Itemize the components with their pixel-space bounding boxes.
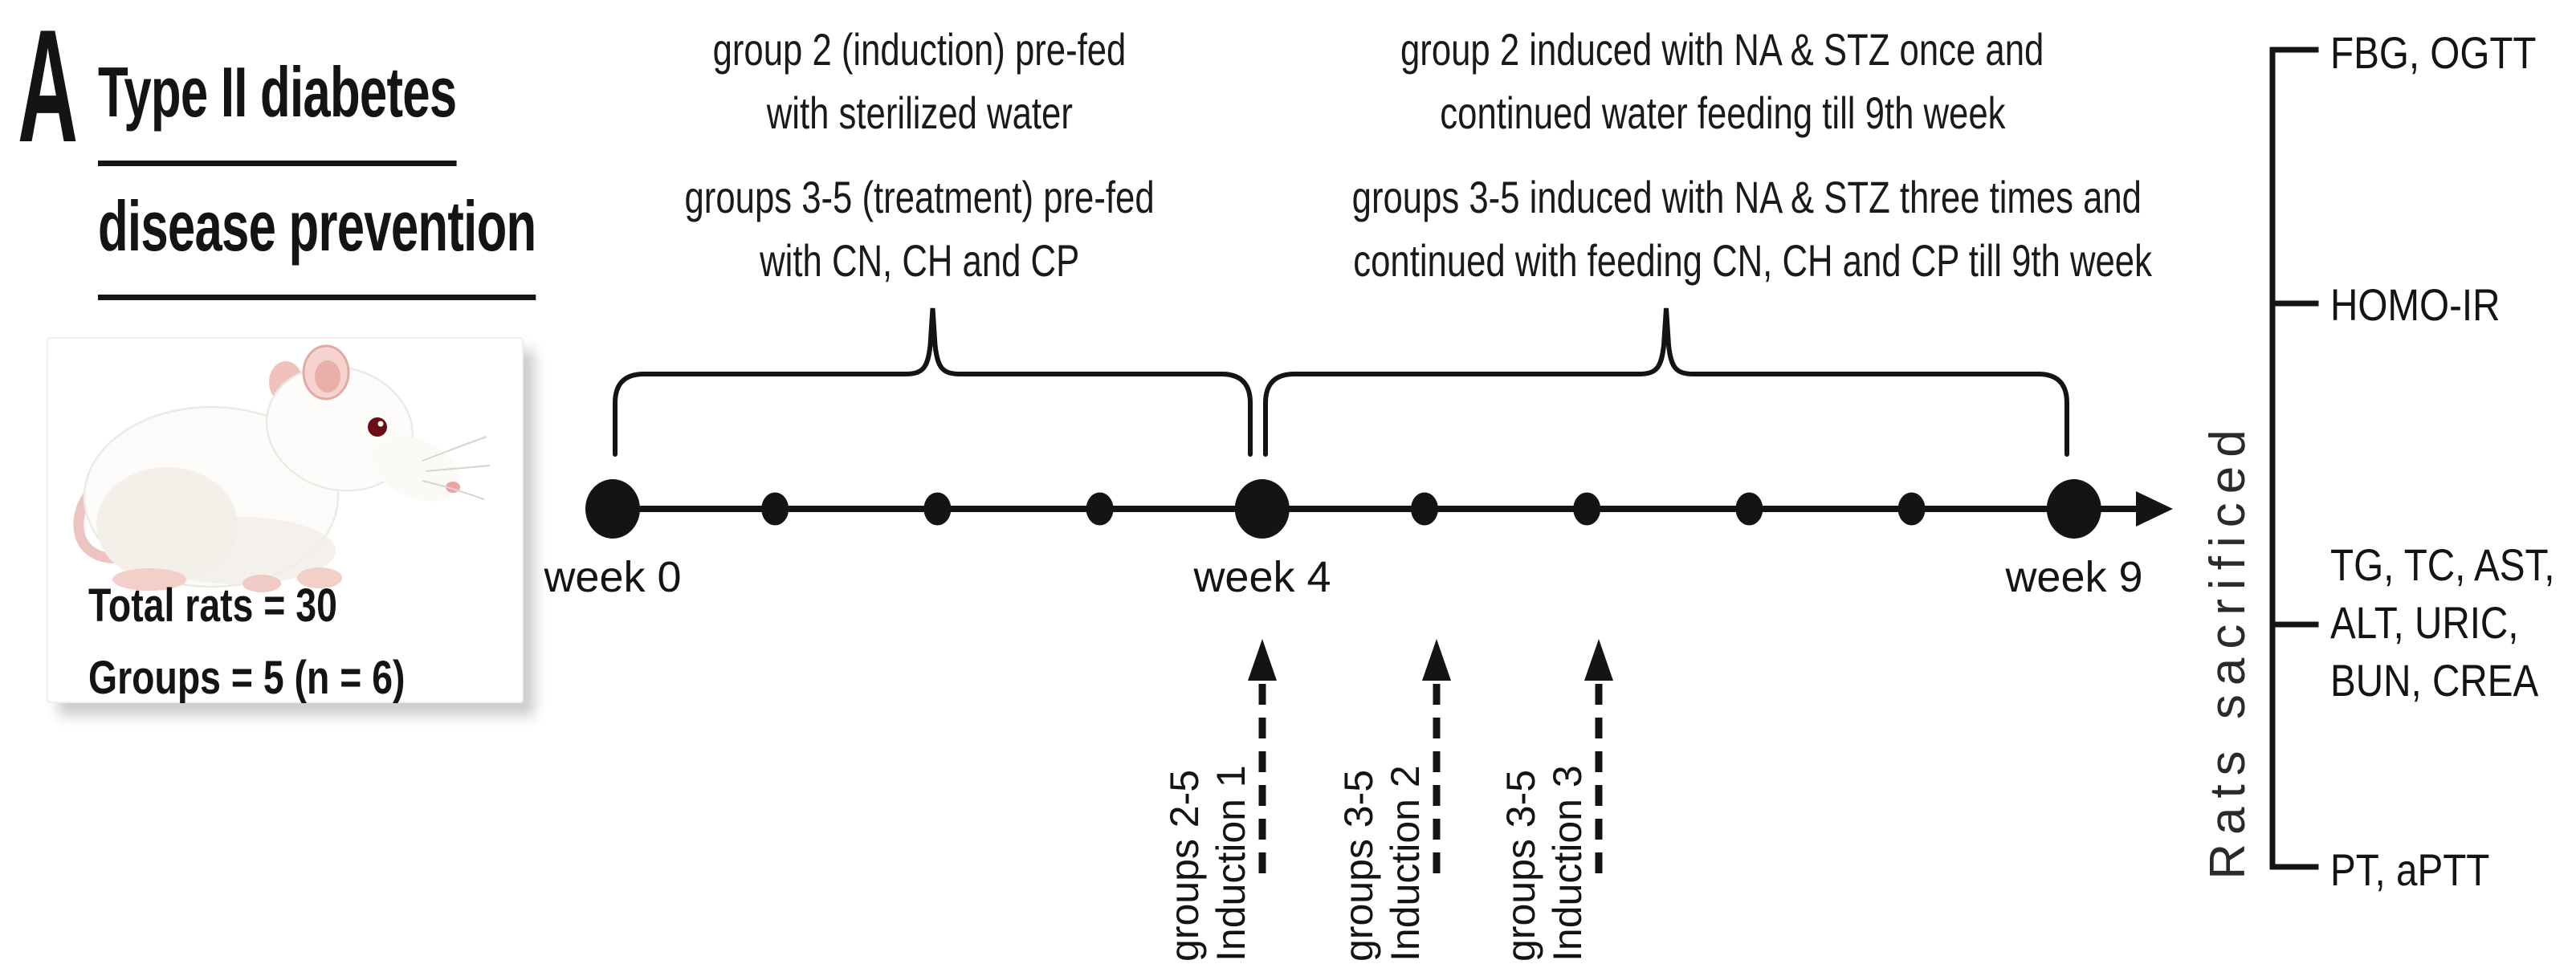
annotation-pre-feeding-group2: group 2 (induction) pre-fed with sterili…	[558, 18, 1281, 144]
annotation-induction-group2: group 2 induced with NA & STZ once and c…	[1241, 18, 2204, 144]
annotation-induction-groups3-5: groups 3-5 induced with NA & STZ three t…	[1241, 165, 2204, 292]
total-rats-text: Total rats = 30	[88, 580, 337, 632]
figure-title: Type II diabetes disease prevention	[98, 32, 723, 300]
assay-biochem-panel: TG, TC, AST, ALT, URIC, BUN, CREA	[2330, 536, 2576, 710]
rat-hind-foot	[112, 568, 186, 591]
timeline-dot-week-3	[1086, 492, 1114, 526]
induction-group-text: groups 2-5	[1162, 769, 1207, 962]
assay-fbg-ogtt: FBG, OGTT	[2330, 24, 2573, 82]
timeline-arrowhead-icon	[2136, 491, 2173, 527]
assay-text: TG, TC, AST,	[2330, 539, 2555, 590]
timeline-dot-week-8	[1897, 492, 1926, 526]
week-9-label: week 9	[2005, 553, 2143, 601]
assay-text: FBG, OGTT	[2330, 27, 2537, 78]
assay-text: BUN, CREA	[2330, 655, 2539, 706]
subject-card: Total rats = 30 Groups = 5 (n = 6)	[47, 337, 524, 704]
induction-arrowhead-icon	[1584, 639, 1613, 681]
induction-number-text: Induction 3	[1545, 765, 1590, 962]
timeline-dot-week-6	[1573, 492, 1601, 526]
panel-label: A	[18, 0, 78, 176]
annotation-line: with sterilized water	[766, 87, 1073, 138]
annotation-line: continued water feeding till 9th week	[1439, 87, 2006, 138]
annotation-line: continued with feeding CN, CH and CP til…	[1353, 235, 2152, 286]
annotation-line: with CN, CH and CP	[759, 235, 1080, 286]
induction-3-label: groups 3-5 Induction 3	[1498, 673, 1594, 962]
rat-front-paw-2	[243, 575, 281, 592]
timeline-dot-week-1	[761, 492, 789, 526]
brace-pre-feeding-phase	[613, 307, 1253, 457]
assay-text: PT, aPTT	[2330, 844, 2490, 895]
rat-belly-shade	[143, 517, 336, 584]
timeline-dot-week-9	[2046, 479, 2101, 539]
timeline-dot-week-7	[1735, 492, 1763, 526]
induction-arrowhead-icon	[1248, 639, 1277, 681]
week-4-label: week 4	[1193, 553, 1331, 601]
assay-homo-ir: HOMO-IR	[2330, 276, 2530, 334]
induction-group-text: groups 3-5	[1336, 769, 1381, 962]
induction-arrows	[1248, 639, 1613, 873]
rat-front-paw	[297, 567, 342, 588]
timeline-dot-week-5	[1411, 492, 1438, 526]
title-line-2: disease prevention	[98, 166, 536, 300]
rats-sacrificed-label: Rats sacrificed	[2200, 421, 2256, 880]
groups-text: Groups = 5 (n = 6)	[88, 652, 406, 704]
annotation-line: groups 3-5 (treatment) pre-fed	[684, 172, 1155, 222]
induction-number-text: Induction 2	[1383, 765, 1428, 962]
induction-arrowhead-icon	[1422, 639, 1451, 681]
rat-eye	[368, 417, 387, 437]
timeline-dot-week-2	[923, 492, 952, 526]
assay-text: HOMO-IR	[2330, 279, 2501, 330]
assay-text: ALT, URIC,	[2330, 597, 2519, 648]
rat-inner-ear	[315, 360, 340, 393]
timeline	[585, 479, 2173, 539]
timeline-dot-week-4	[1234, 479, 1290, 539]
subject-stats: Total rats = 30 Groups = 5 (n = 6)	[88, 570, 484, 714]
rat-image	[73, 344, 491, 592]
rat-eye-glint	[377, 421, 384, 427]
annotation-pre-feeding-groups3-5: groups 3-5 (treatment) pre-fed with CN, …	[558, 165, 1281, 292]
annotation-line: group 2 induced with NA & STZ once and	[1400, 24, 2044, 75]
induction-number-text: Induction 1	[1209, 765, 1253, 962]
annotation-line: group 2 (induction) pre-fed	[712, 24, 1127, 75]
assay-pt-aptt: PT, aPTT	[2330, 841, 2517, 899]
induction-2-label: groups 3-5 Induction 2	[1335, 673, 1432, 962]
induction-group-text: groups 3-5	[1498, 769, 1543, 962]
rat-whiskers	[422, 436, 491, 500]
week-0-label: week 0	[544, 553, 682, 601]
assay-bracket	[2269, 47, 2319, 870]
timeline-dot-week-0	[585, 479, 640, 539]
annotation-line: groups 3-5 induced with NA & STZ three t…	[1351, 172, 2142, 222]
brace-induction-phase	[1263, 307, 2069, 457]
title-line-1: Type II diabetes	[98, 32, 457, 166]
induction-1-label: groups 2-5 Induction 1	[1161, 673, 1257, 962]
